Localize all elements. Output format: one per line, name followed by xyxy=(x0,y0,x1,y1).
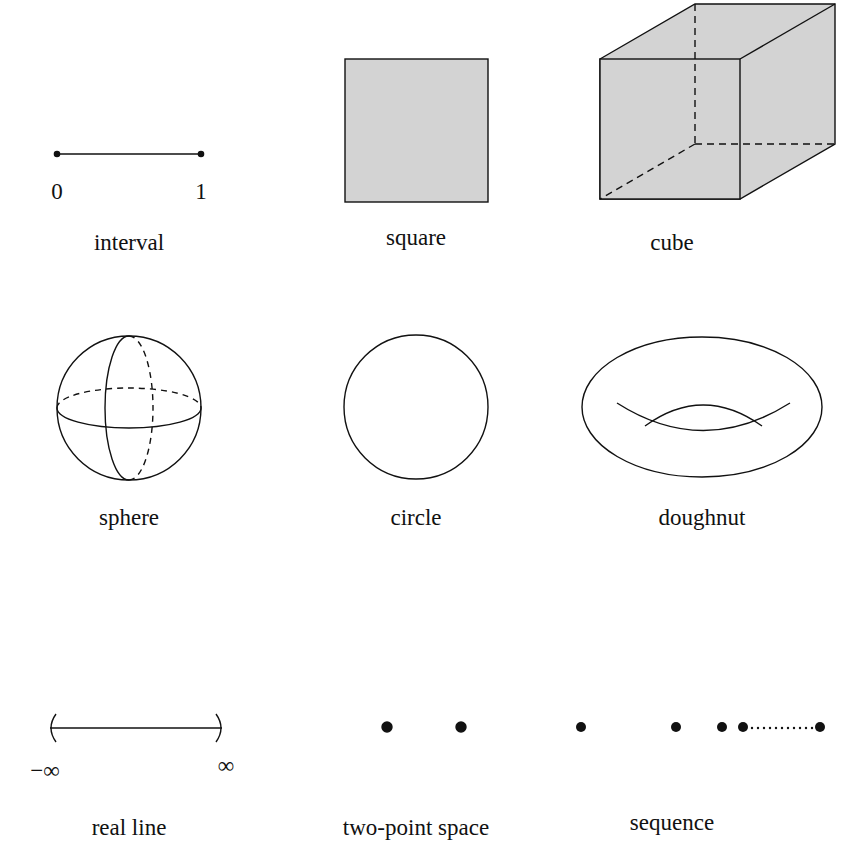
endpoint-label: 1 xyxy=(195,179,207,204)
endpoint-label: 0 xyxy=(51,179,63,204)
circle-shape xyxy=(344,335,488,479)
space-caption: circle xyxy=(390,505,441,530)
space-caption: real line xyxy=(92,815,167,840)
point-dot xyxy=(456,722,466,732)
space-caption: cube xyxy=(650,230,693,255)
sphere-shape xyxy=(57,336,201,480)
space-caption: doughnut xyxy=(659,505,746,530)
doughnut-shape xyxy=(582,337,822,477)
cube-shape xyxy=(600,4,835,199)
space-caption: two-point space xyxy=(343,815,489,840)
endpoint-dot xyxy=(54,151,59,156)
endpoint-label: ∞ xyxy=(218,753,234,778)
space-caption: interval xyxy=(94,230,164,255)
point-dot xyxy=(382,722,392,732)
endpoint-label: −∞ xyxy=(30,758,59,783)
real-line-shape xyxy=(50,714,222,742)
space-caption: sequence xyxy=(630,810,714,835)
interval-line xyxy=(57,153,201,154)
sequence-dots xyxy=(576,722,825,732)
square-shape xyxy=(345,59,488,202)
space-caption: square xyxy=(386,225,446,250)
space-caption: sphere xyxy=(99,505,159,530)
endpoint-dot xyxy=(198,151,203,156)
